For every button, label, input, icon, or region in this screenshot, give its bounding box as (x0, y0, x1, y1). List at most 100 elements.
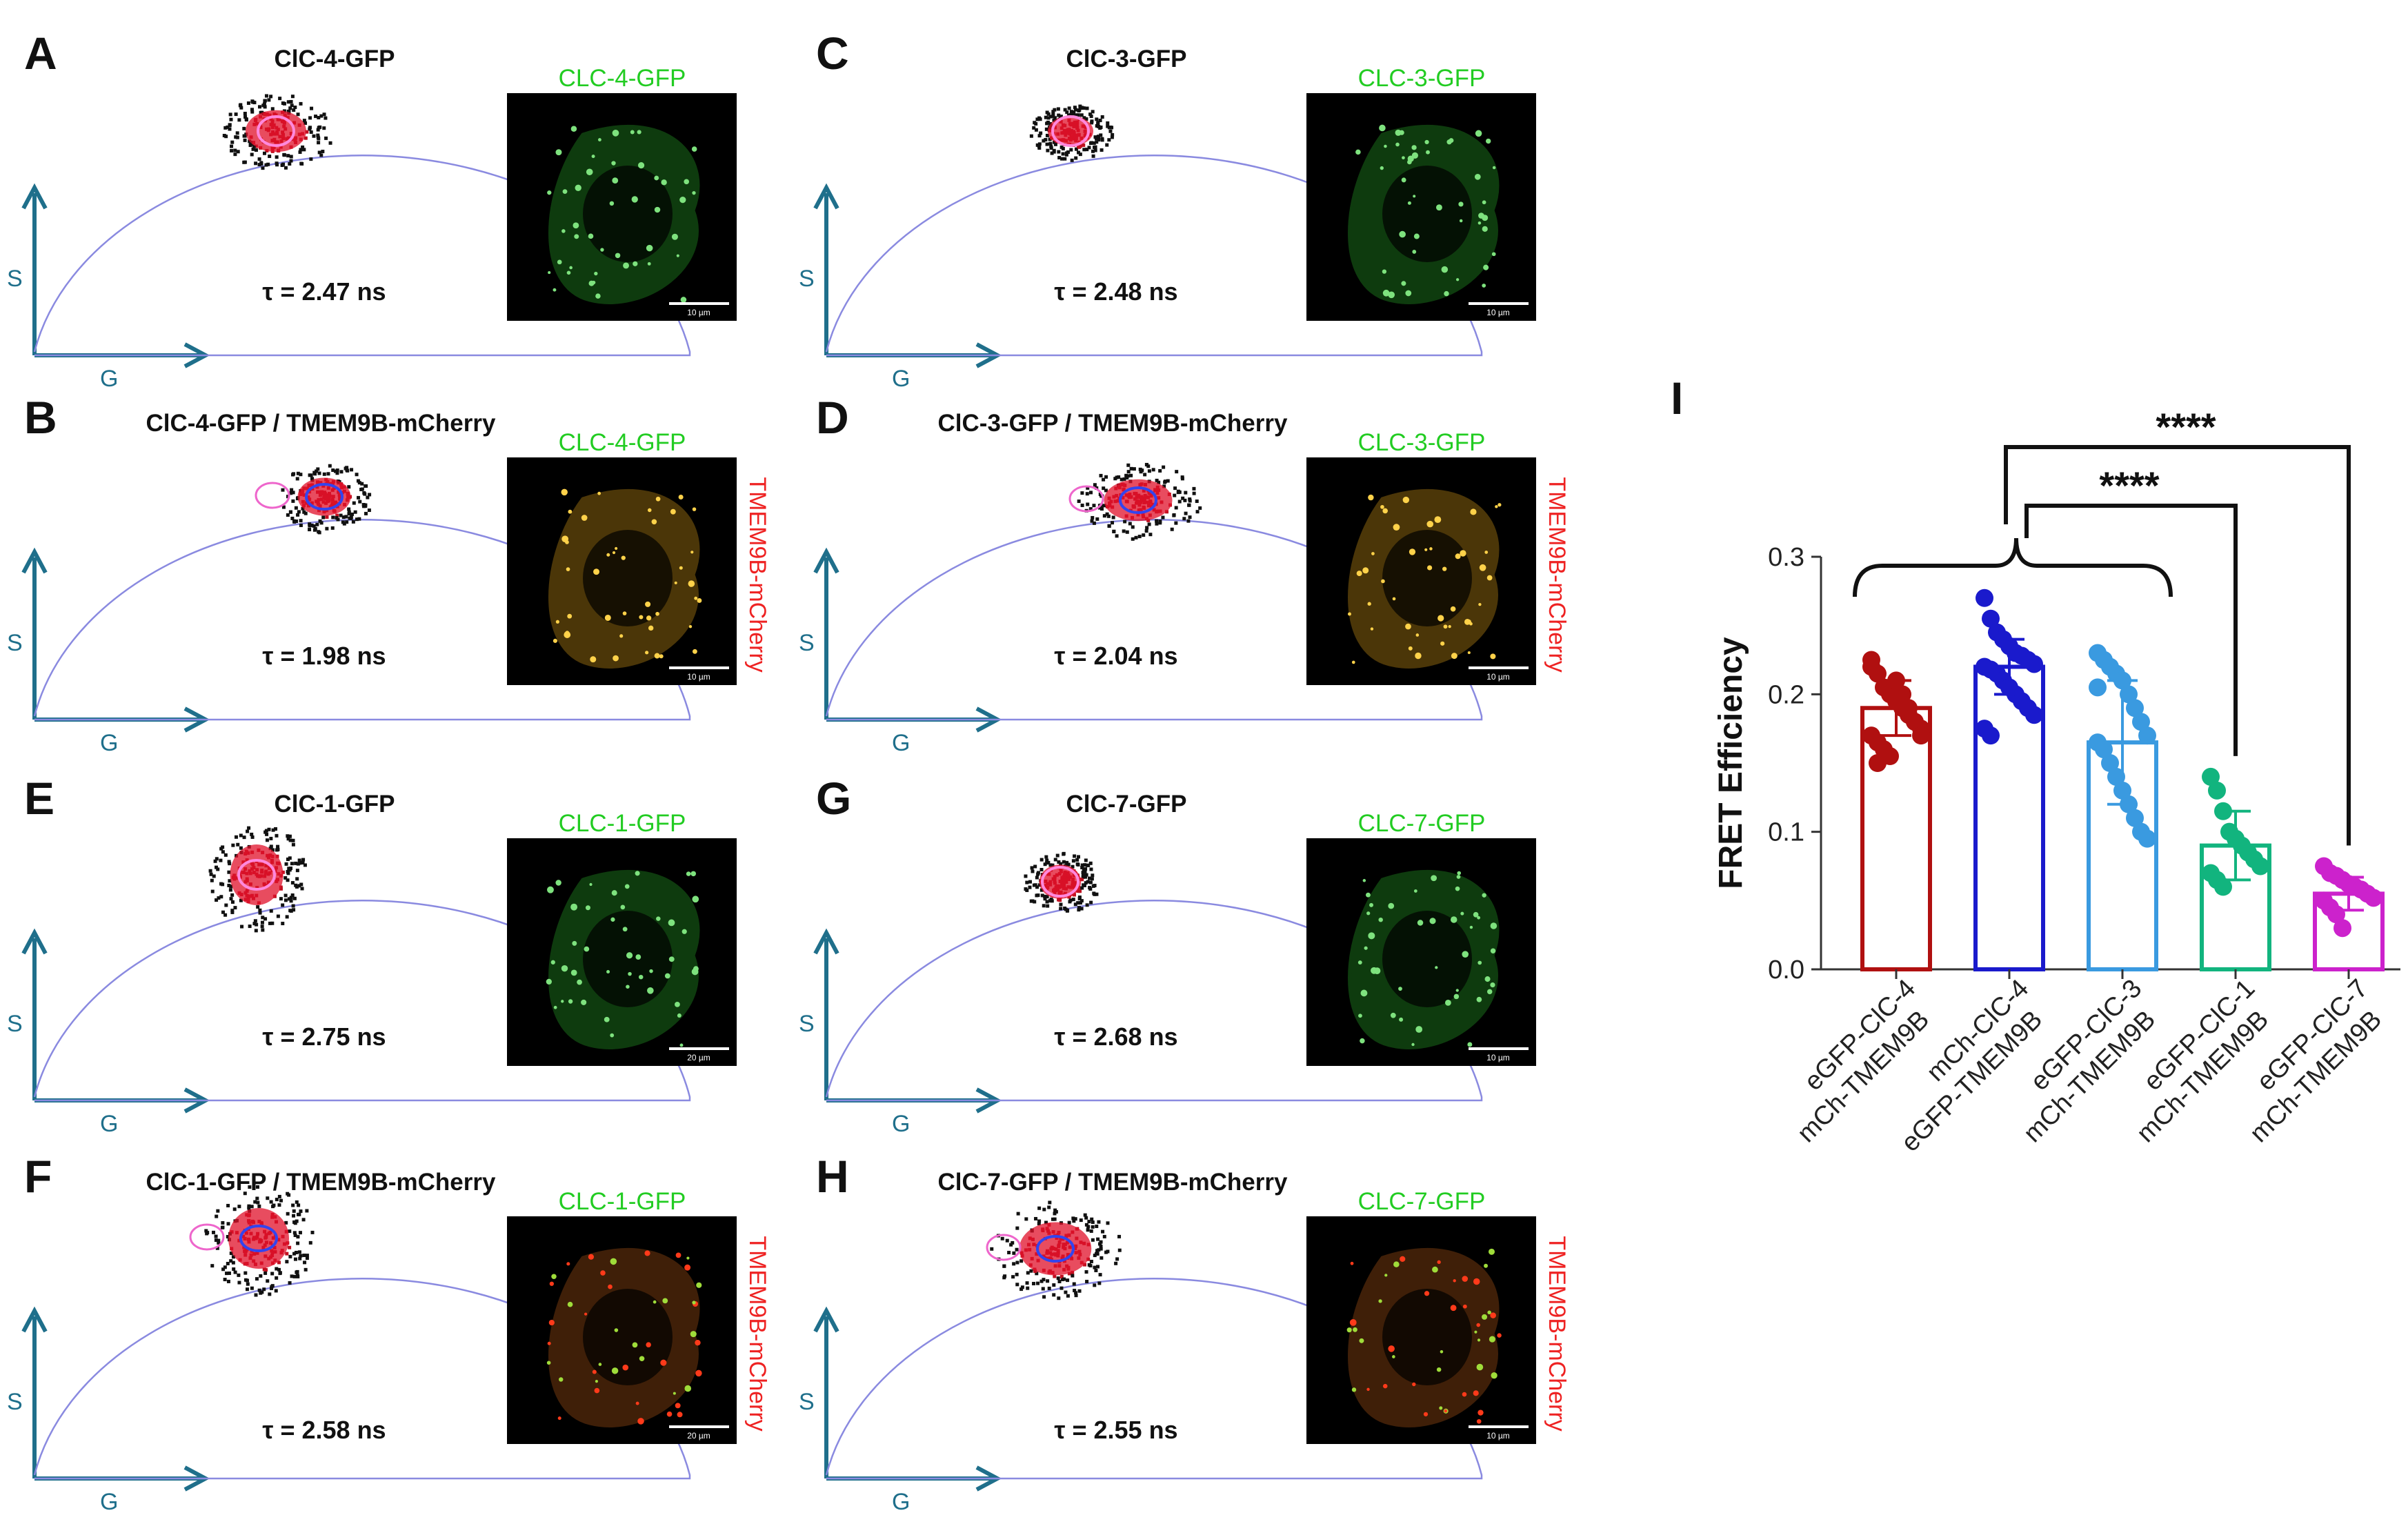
phasor-point (1094, 1268, 1098, 1272)
vesicle (649, 969, 653, 973)
phasor-point (270, 848, 275, 852)
phasor-point (1048, 1200, 1052, 1205)
phasor-point (350, 468, 354, 472)
phasor-point (348, 516, 352, 520)
panel-letter: D (816, 392, 849, 443)
phasor-point (214, 1238, 218, 1243)
phasor-point (210, 878, 214, 882)
vesicle (561, 535, 569, 543)
panel-title: ClC-3-GFP (1066, 46, 1187, 72)
vesicle (1490, 982, 1495, 988)
phasor-point (269, 844, 273, 849)
panel-letter: B (24, 392, 57, 443)
phasor-point (1019, 1259, 1024, 1263)
vesicle (1482, 893, 1486, 898)
phasor-point (281, 903, 285, 907)
vesicle (637, 130, 641, 135)
phasor-point (360, 487, 364, 491)
phasor-point (1084, 1270, 1088, 1274)
vesicle (1390, 1012, 1396, 1018)
phasor-point (1097, 1281, 1102, 1285)
phasor-point (1037, 1206, 1042, 1210)
vesicle (1426, 520, 1434, 528)
phasor-point (357, 517, 361, 521)
phasor-point (1055, 853, 1059, 858)
vesicle (1431, 875, 1437, 882)
vesicle (1399, 130, 1404, 135)
vesicle (559, 1377, 564, 1382)
s-axis-arrow (21, 1306, 48, 1333)
vesicle (651, 519, 657, 525)
phasor-point (341, 515, 346, 520)
phasor-point (286, 1211, 290, 1216)
phasor-point (308, 522, 312, 526)
vesicle (1462, 951, 1469, 958)
vesicle (1450, 1305, 1457, 1312)
phasor-point (296, 1212, 300, 1216)
phasor-point (1080, 886, 1084, 890)
phasor-point (1162, 484, 1166, 488)
vesicle (1487, 1310, 1491, 1315)
phasor-point (1107, 524, 1111, 528)
vesicle (561, 965, 568, 972)
vesicle (648, 625, 654, 631)
phasor-point (1063, 157, 1067, 161)
phasor-point (1059, 1286, 1064, 1290)
data-point (2202, 767, 2220, 786)
phasor-point (1059, 902, 1063, 907)
phasor-point (243, 138, 247, 142)
vesicle (604, 614, 611, 621)
phasor-point (1053, 142, 1057, 146)
vesicle (679, 566, 683, 570)
phasor-point (295, 1200, 299, 1204)
phasor-point (1082, 875, 1086, 879)
panel-letter: F (24, 1151, 52, 1202)
phasor-point (296, 471, 300, 475)
donor-cursor (1041, 866, 1079, 898)
phasor-point (234, 835, 238, 839)
phasor-point (312, 134, 316, 138)
phasor-point (1057, 113, 1061, 117)
phasor-point (269, 836, 273, 840)
phasor-cloud (1068, 462, 1202, 541)
phasor-point (1095, 1225, 1099, 1229)
vesicle (1486, 989, 1493, 995)
phasor-point (250, 152, 254, 157)
phasor-point (1046, 904, 1050, 908)
phasor-point (237, 1273, 241, 1277)
phasor-point (1037, 146, 1042, 150)
vesicle (1427, 565, 1433, 571)
phasor-point (1072, 1282, 1076, 1286)
phasor-point (1117, 1248, 1122, 1252)
data-point (1912, 726, 1930, 745)
phasor-point (1125, 476, 1129, 480)
vesicle (586, 168, 593, 176)
vesicle (610, 917, 615, 922)
vesicle (1407, 159, 1412, 165)
phasor-point (250, 110, 255, 114)
phasor-point (1024, 1217, 1028, 1221)
phasor-point (324, 136, 328, 140)
phasor-point (1078, 889, 1082, 893)
vesicle (645, 601, 651, 607)
phasor-point (252, 144, 257, 148)
vesicle (1351, 660, 1355, 664)
vesicle (598, 138, 601, 141)
channel-label-mcherry: TMEM9B-mCherry (1544, 477, 1570, 672)
channel-label-gfp: CLC-4-GFP (559, 429, 686, 456)
phasor-point (275, 1267, 279, 1271)
phasor-point (263, 105, 267, 109)
phasor-point (291, 838, 295, 842)
phasor-point (1052, 1283, 1056, 1287)
phasor-point (235, 131, 239, 135)
phasor-point (1083, 869, 1087, 873)
phasor-point (1079, 113, 1084, 117)
phasor-point (243, 112, 247, 116)
phasor-point (309, 130, 313, 135)
vesicle (622, 1364, 629, 1371)
phasor-point (315, 469, 319, 473)
phasor-point (291, 491, 295, 495)
vesicle (1440, 641, 1445, 646)
cell-nucleus (583, 1289, 673, 1385)
phasor-point (1110, 126, 1114, 130)
